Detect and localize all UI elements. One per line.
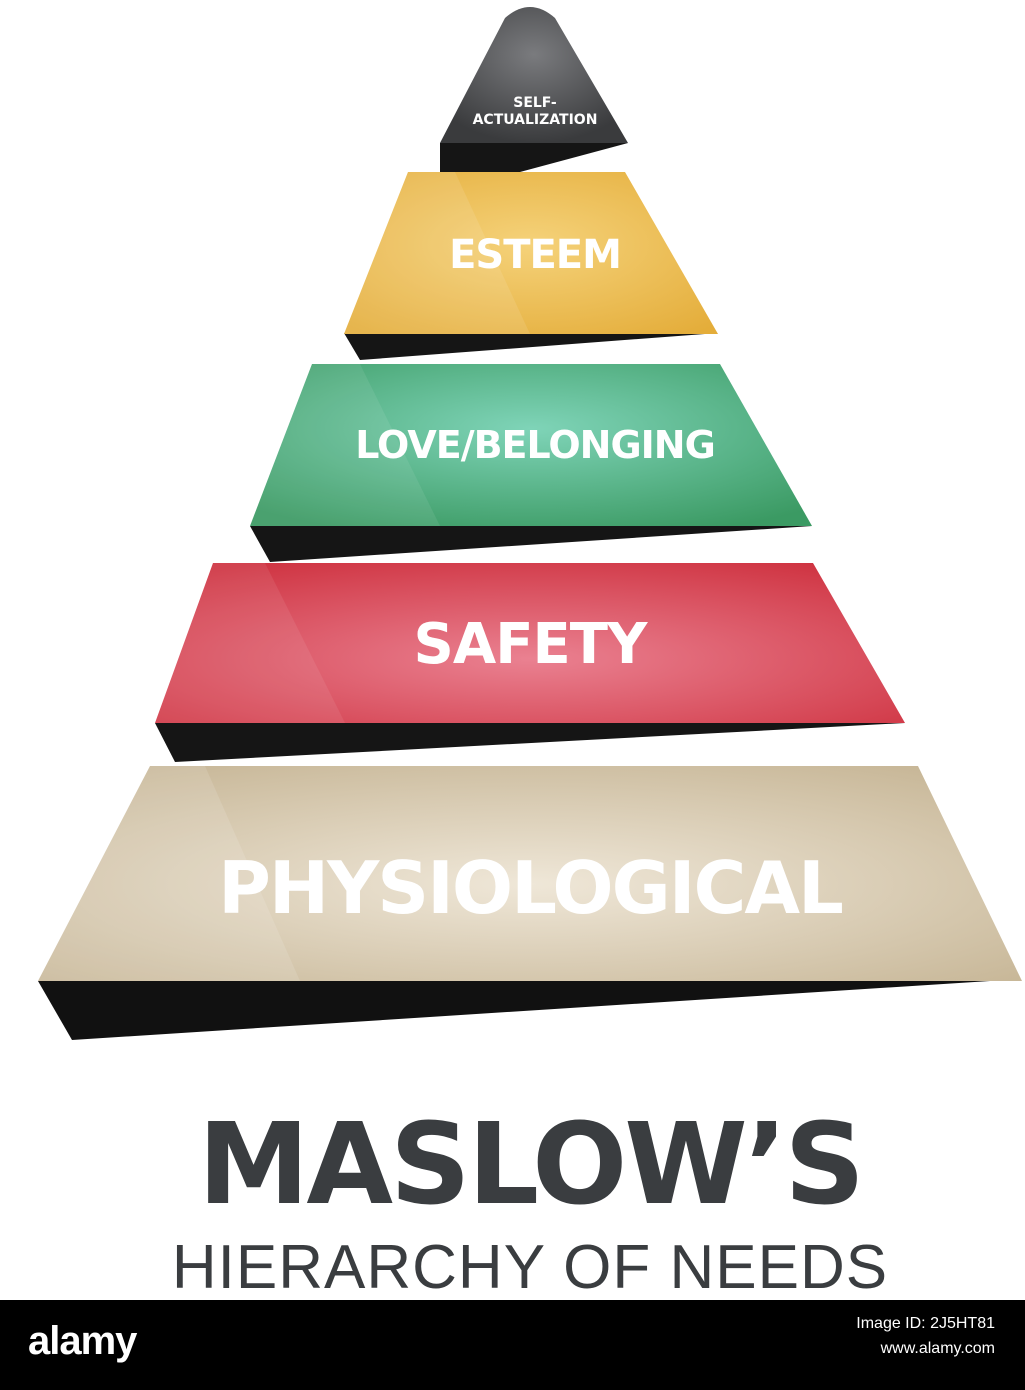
tier-esteem-shape <box>344 172 718 334</box>
tier-esteem-facet <box>344 172 530 334</box>
tier-self-actualization <box>440 7 628 172</box>
tier-physiological <box>38 766 1022 1040</box>
tier-label-esteem: ESTEEM <box>449 232 622 278</box>
tier-self-actualization-shadow <box>440 143 628 172</box>
watermark-bar <box>0 1300 1025 1390</box>
tier-love-belonging-shadow <box>250 526 812 562</box>
tier-label-safety: SAFETY <box>413 612 648 677</box>
tier-love-belonging <box>250 364 812 562</box>
tier-esteem-shadow <box>344 333 718 360</box>
tier-label-physiological: PHYSIOLOGICAL <box>218 846 844 930</box>
maslow-pyramid-diagram <box>38 7 1022 1040</box>
tier-love-belonging-facet <box>250 364 440 526</box>
tier-safety <box>155 563 905 762</box>
tier-safety-shadow <box>155 723 905 762</box>
tier-physiological-shadow <box>38 981 990 1040</box>
tier-physiological-shape <box>38 766 1022 981</box>
watermark-url: www.alamy.com <box>880 1340 995 1357</box>
diagram-title: MASLOW’S <box>197 1100 865 1230</box>
diagram-subtitle: HIERARCHY OF NEEDS <box>171 1233 889 1302</box>
tier-esteem <box>344 172 718 360</box>
tier-physiological-facet <box>38 766 300 981</box>
watermark-logo: alamy <box>28 1319 137 1363</box>
tier-love-belonging-shape <box>250 364 812 526</box>
tier-safety-facet <box>155 563 345 723</box>
tier-self-actualization-shape <box>440 7 628 143</box>
watermark-image-id: Image ID: 2J5HT81 <box>856 1315 995 1332</box>
tier-safety-shape <box>155 563 905 723</box>
tier-label-self-actualization: SELF- ACTUALIZATION <box>472 95 598 128</box>
tier-label-love-belonging: LOVE/BELONGING <box>355 423 716 467</box>
